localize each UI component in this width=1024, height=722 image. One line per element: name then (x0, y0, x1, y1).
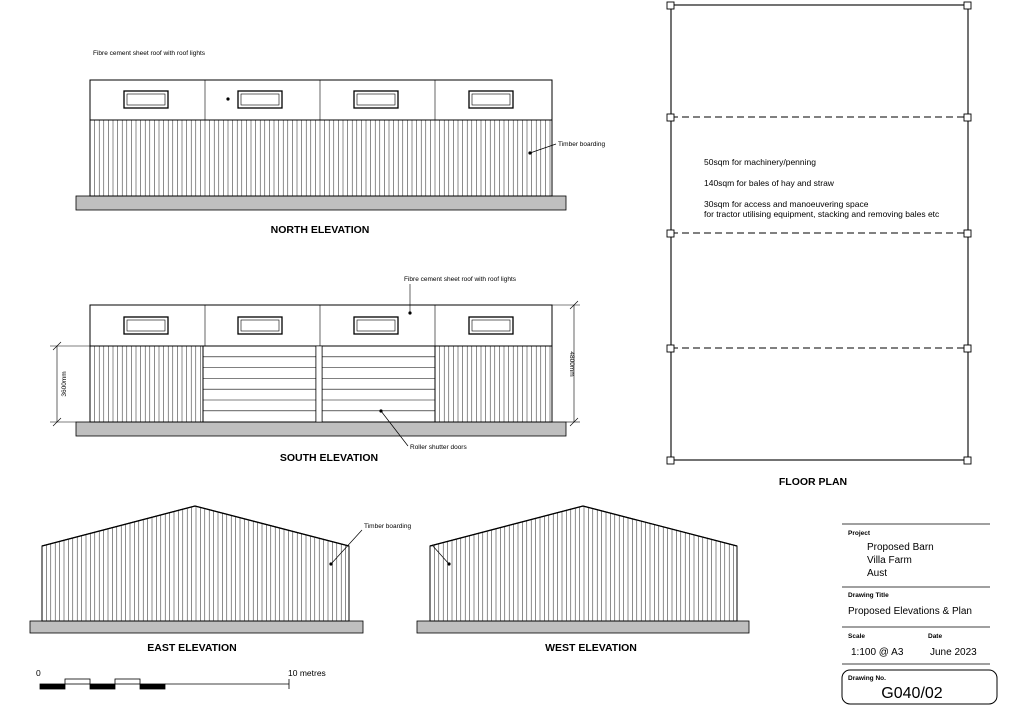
date-value: June 2023 (930, 647, 977, 658)
north-timber-boards (94, 120, 551, 196)
date-key: Date (928, 633, 942, 640)
east-gable-wall (41, 505, 350, 622)
north-wall (89, 119, 553, 197)
scale-bar-end: 10 metres (288, 668, 326, 678)
north-wall-leader (529, 143, 557, 154)
north-ground (75, 195, 567, 211)
drawing-number-box (841, 669, 998, 705)
roller-shutter-doors (202, 345, 436, 423)
north-roof-divisions (204, 80, 436, 120)
east-timber-boards (46, 506, 346, 621)
floor-plan-title: FLOOR PLAN (779, 476, 847, 488)
south-timber-boards-left (94, 346, 201, 422)
west-elevation-title: WEST ELEVATION (545, 642, 637, 654)
floor-plan: 50sqm for machinery/penning 140sqm for b… (666, 1, 972, 488)
east-ground (29, 620, 364, 634)
dimension-3600 (50, 341, 90, 427)
west-gable-wall (429, 505, 738, 622)
east-wall-label: Timber boarding (364, 523, 411, 530)
plan-note-access-detail: for tractor utilising equipment, stackin… (704, 209, 940, 219)
plan-note-bales: 140sqm for bales of hay and straw (704, 178, 835, 188)
west-timber-boards (434, 506, 734, 621)
north-wall-label: Timber boarding (558, 141, 605, 148)
plan-dashed-divisions (671, 116, 968, 349)
drawing-no-key: Drawing No. (848, 675, 886, 682)
east-roof-line (41, 505, 350, 547)
south-door-label: Roller shutter doors (410, 444, 467, 451)
south-roof-lights (123, 316, 514, 335)
west-wall-leader (431, 544, 450, 565)
north-roof-label: Fibre cement sheet roof with roof lights (93, 50, 206, 57)
drawing-no-value: G040/02 (881, 685, 942, 702)
plan-columns (666, 1, 972, 465)
height-label-3600: 3600mm (61, 371, 68, 396)
west-roof-line (429, 505, 738, 547)
project-name: Proposed Barn (867, 542, 934, 553)
scale-bar: 0 10 metres (36, 668, 326, 690)
south-ground (75, 421, 567, 437)
scale-bar-start: 0 (36, 668, 41, 678)
south-roof-label: Fibre cement sheet roof with roof lights (404, 276, 517, 283)
east-wall-leader (330, 529, 363, 565)
plan-note-machinery: 50sqm for machinery/penning (704, 157, 816, 167)
south-door-leader (380, 410, 409, 447)
project-location: Aust (867, 568, 887, 579)
south-timber-boards-right (439, 346, 551, 422)
south-elevation: 3600mm 4800mm Fibre cement sheet roof wi… (50, 276, 580, 464)
north-elevation: Fibre cement sheet roof with roof lights… (75, 50, 605, 236)
project-farm: Villa Farm (867, 555, 912, 566)
west-ground (416, 620, 750, 634)
south-elevation-title: SOUTH ELEVATION (280, 452, 378, 464)
plan-outline (670, 4, 969, 461)
east-elevation: Timber boarding EAST ELEVATION (29, 505, 411, 654)
drawing-title-key: Drawing Title (848, 592, 889, 599)
scale-key: Scale (848, 633, 865, 640)
north-roof-lights (123, 90, 514, 109)
plan-note-access: 30sqm for access and manoeuvering space (704, 199, 869, 209)
dimension-4800 (552, 300, 580, 427)
scale-value: 1:100 @ A3 (851, 647, 904, 658)
title-block: Project Proposed Barn Villa Farm Aust Dr… (841, 523, 998, 705)
east-elevation-title: EAST ELEVATION (147, 642, 236, 654)
west-elevation: WEST ELEVATION (416, 505, 750, 654)
height-label-4800: 4800mm (568, 351, 575, 376)
north-roof-dot (226, 97, 230, 101)
drawing-title-value: Proposed Elevations & Plan (848, 606, 972, 617)
project-key: Project (848, 530, 871, 537)
south-roof-divisions (204, 305, 436, 346)
north-elevation-title: NORTH ELEVATION (271, 224, 370, 236)
